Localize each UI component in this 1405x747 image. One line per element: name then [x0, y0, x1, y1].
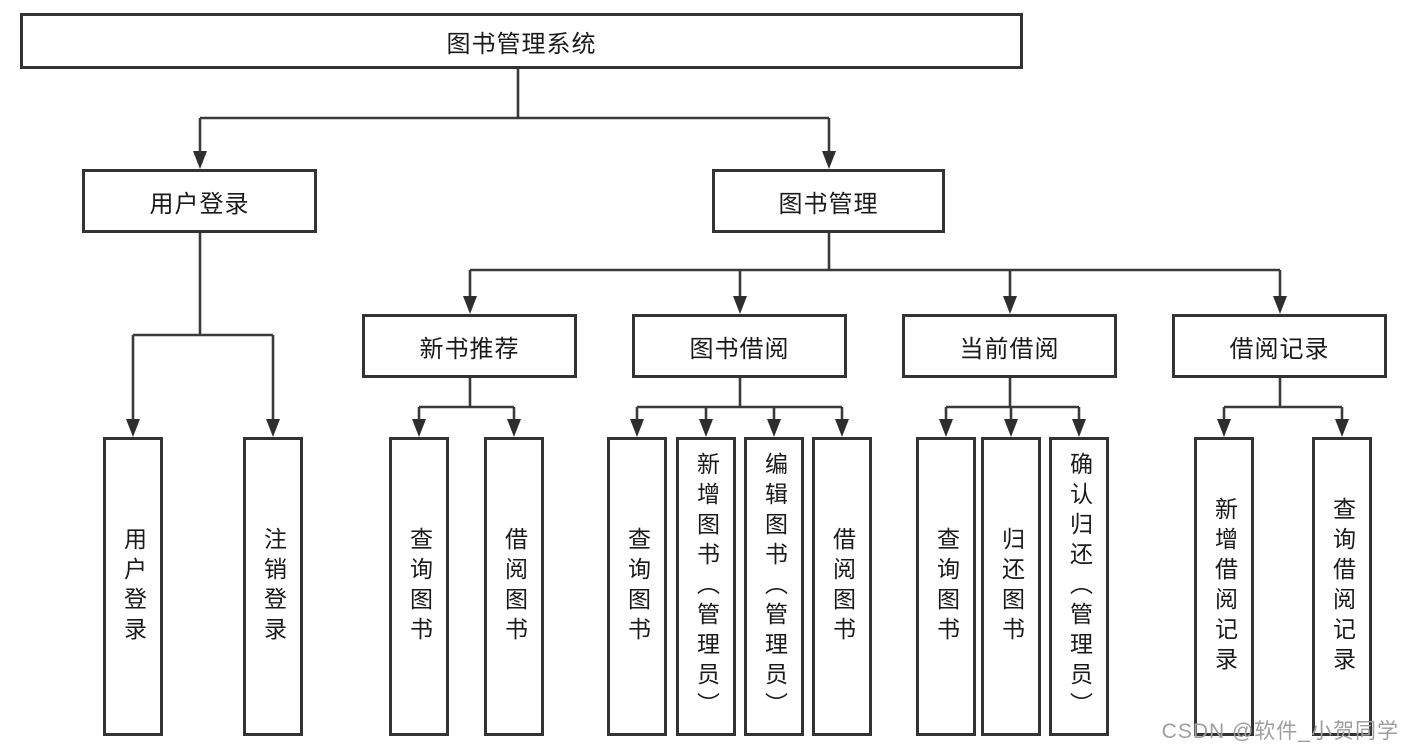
- leaf-logout: 注销登录: [243, 437, 303, 736]
- node-book-management: 图书管理: [712, 169, 945, 233]
- node-book-borrowing: 图书借阅: [632, 314, 847, 378]
- node-borrowing-records: 借阅记录: [1172, 314, 1387, 378]
- leaf-confirm-return-admin: 确认归还（管理员）: [1049, 437, 1109, 736]
- leaf-borrow-books: 借阅图书: [812, 437, 872, 736]
- node-user-login: 用户登录: [82, 169, 317, 233]
- leaf-recommend-borrow-books: 借阅图书: [484, 437, 544, 736]
- leaf-query-borrow-record: 查询借阅记录: [1312, 437, 1372, 736]
- leaf-add-borrow-record: 新增借阅记录: [1194, 437, 1254, 736]
- leaf-return-books: 归还图书: [981, 437, 1041, 736]
- leaf-borrow-query-books: 查询图书: [607, 437, 667, 736]
- leaf-user-login: 用户登录: [103, 437, 163, 736]
- csdn-watermark: CSDN @软件_小贺同学: [1161, 720, 1399, 743]
- leaf-recommend-query-books: 查询图书: [389, 437, 449, 736]
- leaf-add-books-admin: 新增图书（管理员）: [676, 437, 736, 736]
- leaf-current-query-books: 查询图书: [916, 437, 976, 736]
- node-library-management-system: 图书管理系统: [20, 13, 1023, 69]
- node-current-borrowing: 当前借阅: [902, 314, 1117, 378]
- node-new-book-recommendation: 新书推荐: [362, 314, 577, 378]
- leaf-edit-books-admin: 编辑图书（管理员）: [744, 437, 804, 736]
